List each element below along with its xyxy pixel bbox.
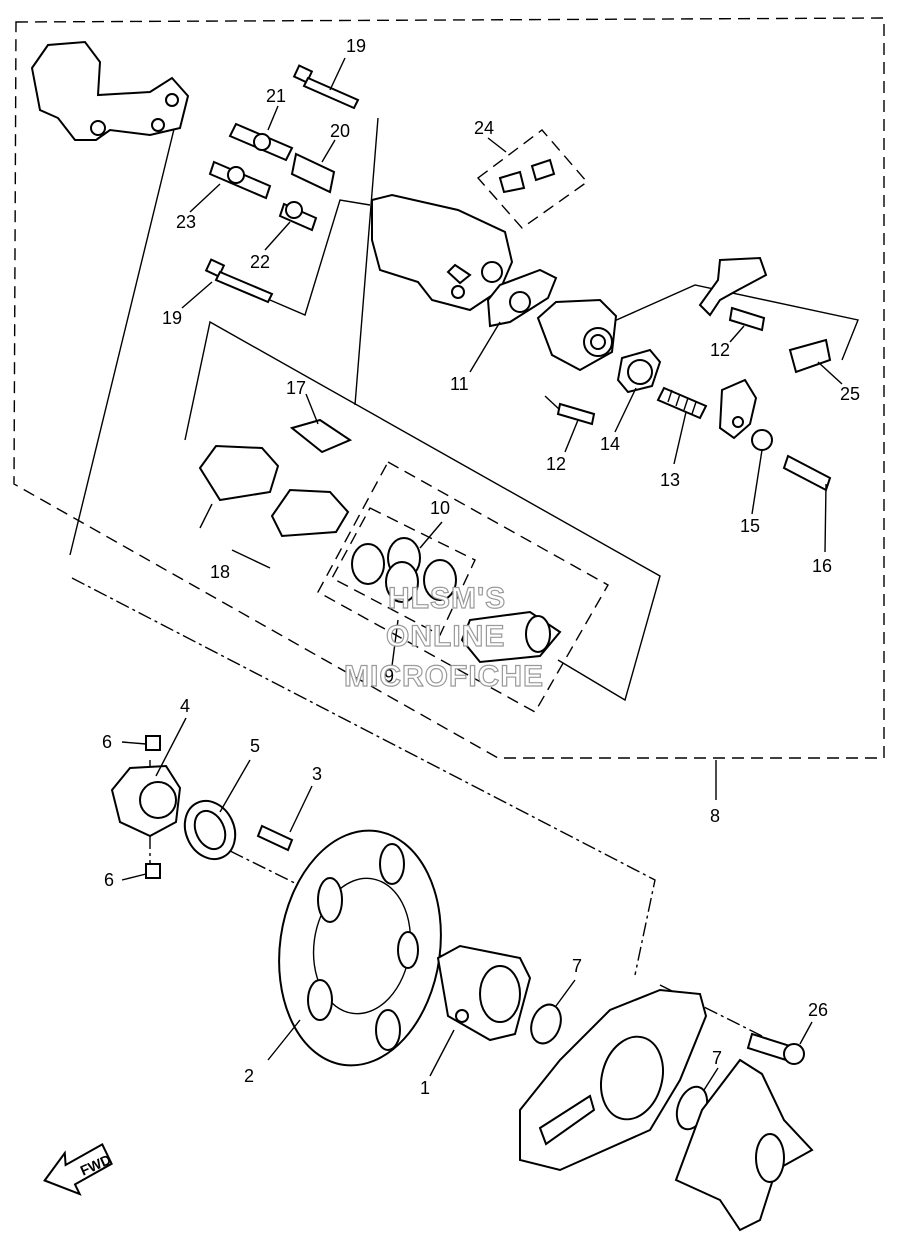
- callout-24: 24: [474, 118, 494, 138]
- callout-22: 22: [250, 252, 270, 272]
- pad-clip-17: [289, 418, 353, 454]
- callout-4: 4: [180, 696, 190, 716]
- callout-20: 20: [330, 121, 350, 141]
- bolt-26: [746, 1032, 805, 1065]
- callout-12-upper: 12: [710, 340, 730, 360]
- callout-7-lower: 7: [712, 1048, 722, 1068]
- piston-9: [460, 610, 562, 664]
- callout-17: 17: [286, 378, 306, 398]
- bolt-12-upper: [728, 306, 766, 332]
- piston-14: [616, 348, 662, 394]
- boot-22: [278, 201, 318, 232]
- bracket-plate-line: [544, 395, 561, 411]
- set-screw-6-top: [145, 735, 161, 751]
- bolt-12-lower: [556, 402, 596, 426]
- callout-14: 14: [600, 434, 620, 454]
- bracket-pad-group: [184, 320, 661, 702]
- bracket-pin-bottom: [269, 199, 371, 316]
- brake-pad-rear: [270, 488, 350, 538]
- callout-23: 23: [176, 212, 196, 232]
- bracket-bleed: [611, 284, 859, 361]
- forward-arrow-icon: FWD: [43, 1142, 113, 1196]
- pin-21: [228, 122, 294, 162]
- watermark-line-1: HLSM'S: [388, 582, 506, 615]
- watermark-line-2: ONLINE: [386, 620, 505, 653]
- bolt-3: [256, 824, 294, 852]
- spring-25: [788, 338, 832, 374]
- set-screw-6-bottom: [145, 863, 161, 879]
- arm-plate: [718, 378, 758, 440]
- seal-kit-boundary: [317, 461, 609, 713]
- pin-23: [208, 160, 272, 200]
- callout-9: 9: [384, 666, 394, 686]
- callout-18: 18: [210, 562, 230, 582]
- callout-2: 2: [244, 1066, 254, 1086]
- callout-15: 15: [740, 516, 760, 536]
- pin-19-top: [292, 64, 360, 110]
- bleed-screw-kit-boundary: [476, 129, 589, 229]
- callout-21: 21: [266, 86, 286, 106]
- callout-10: 10: [430, 498, 450, 518]
- spring-13: [656, 386, 708, 420]
- nut-15: [751, 429, 773, 451]
- callout-12-lower: 12: [546, 454, 566, 474]
- lever-bracket: [698, 256, 768, 317]
- bracket-pin-group: [354, 117, 379, 406]
- seal-kit-inner: [331, 507, 476, 636]
- callout-1: 1: [420, 1078, 430, 1098]
- washer-5: [183, 799, 237, 861]
- brake-disc-2: [278, 829, 442, 1067]
- bleed-screw-24: [498, 158, 556, 194]
- caliper-bracket: [30, 40, 190, 141]
- bracket-support: [69, 124, 176, 556]
- cylinder-housing: [536, 298, 618, 372]
- sprocket-hub: [674, 1058, 814, 1232]
- callout-19-bottom: 19: [162, 308, 182, 328]
- leader-lines: [121, 57, 843, 1091]
- seal-kit-10: [351, 537, 457, 603]
- caliper-body: [371, 193, 514, 312]
- callout-13: 13: [660, 470, 680, 490]
- watermark-line-3: MICROFICHE: [344, 660, 544, 693]
- callout-25: 25: [840, 384, 860, 404]
- o-ring-7-upper: [530, 1003, 562, 1045]
- hub-1: [436, 944, 532, 1042]
- reference-line-disc: [71, 577, 656, 976]
- callout-6-top: 6: [102, 732, 112, 752]
- callout-16: 16: [812, 556, 832, 576]
- callout-26: 26: [808, 1000, 828, 1020]
- boot-20: [290, 152, 336, 194]
- callout-11: 11: [450, 374, 469, 394]
- callout-8: 8: [710, 806, 720, 826]
- callout-6-bottom: 6: [104, 870, 114, 890]
- callout-3: 3: [312, 764, 322, 784]
- nut-4: [110, 764, 182, 838]
- gasket-11: [486, 268, 558, 328]
- bolt-16: [782, 454, 832, 492]
- brake-pad-front: [198, 444, 280, 502]
- callout-5: 5: [250, 736, 260, 756]
- callout-19-top: 19: [346, 36, 366, 56]
- pin-19-bottom: [204, 258, 274, 304]
- caliper-assembly-boundary: [13, 17, 885, 759]
- bearing-carrier: [519, 988, 708, 1172]
- callout-7-upper: 7: [572, 956, 582, 976]
